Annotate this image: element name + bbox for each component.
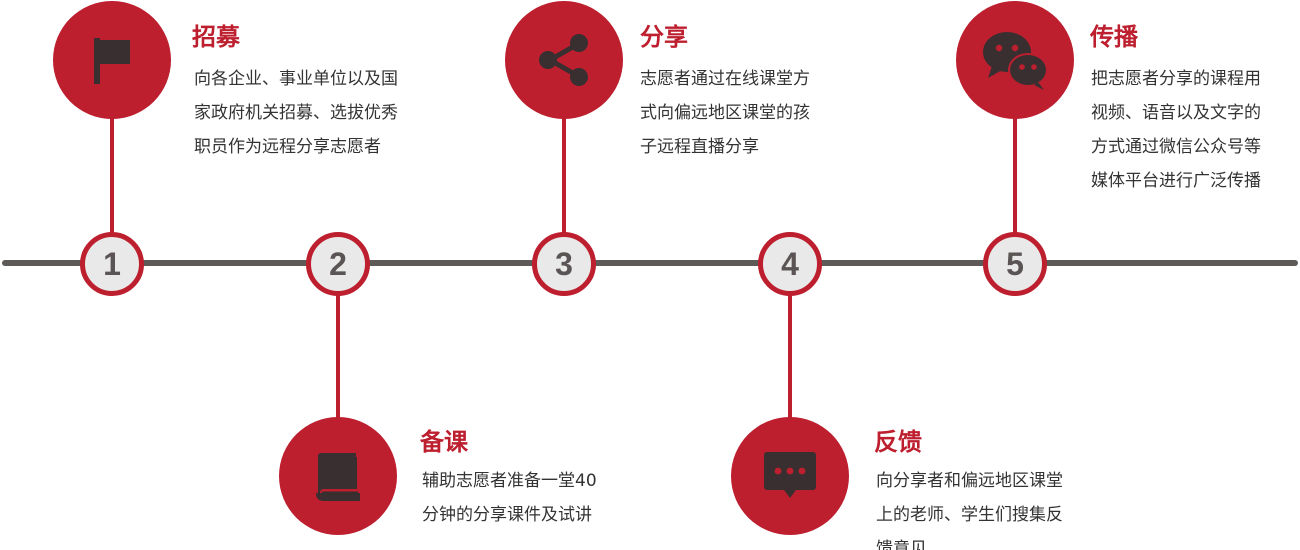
step-3-icon-circle xyxy=(505,1,623,119)
step-1-icon-circle xyxy=(53,1,171,119)
step-5-icon-circle xyxy=(956,1,1074,119)
step-4-title: 反馈 xyxy=(874,428,922,456)
step-2-connector xyxy=(336,290,340,430)
step-3-number: 3 xyxy=(532,232,596,296)
step-3-title: 分享 xyxy=(640,23,688,51)
step-5-desc-line: 方式通过微信公众号等 xyxy=(1091,137,1261,157)
step-1-number: 1 xyxy=(80,232,144,296)
step-4-number: 4 xyxy=(758,232,822,296)
timeline-bar xyxy=(2,260,1298,266)
step-5-number: 5 xyxy=(983,232,1047,296)
step-4-description: 向分享者和偏远地区课堂 上的老师、学生们搜集反 馈意见 xyxy=(876,464,1063,550)
step-5-connector xyxy=(1013,110,1017,240)
step-1-connector xyxy=(110,110,114,240)
step-4-desc-line: 馈意见 xyxy=(876,539,927,550)
step-1-desc-line: 家政府机关招募、选拔优秀 xyxy=(194,103,398,123)
book-icon xyxy=(316,453,360,501)
step-3-connector xyxy=(562,110,566,240)
step-2-title: 备课 xyxy=(420,428,468,456)
step-1-desc-line: 向各企业、事业单位以及国 xyxy=(194,69,398,89)
share-icon xyxy=(539,34,588,86)
step-2-description: 辅助志愿者准备一堂40 分钟的分享课件及试讲 xyxy=(422,464,597,532)
step-4-icon-circle xyxy=(731,417,849,535)
step-3-desc-line: 子远程直播分享 xyxy=(640,137,759,157)
step-5-desc-line: 把志愿者分享的课程用 xyxy=(1091,69,1261,89)
step-2-desc-line: 分钟的分享课件及试讲 xyxy=(422,505,592,525)
step-4-desc-line: 上的老师、学生们搜集反 xyxy=(876,505,1063,525)
step-5-title: 传播 xyxy=(1090,23,1138,51)
step-1-title: 招募 xyxy=(192,23,240,51)
step-4-connector xyxy=(788,290,792,430)
step-5-desc-line: 视频、语音以及文字的 xyxy=(1091,103,1261,123)
step-2-icon-circle xyxy=(279,417,397,535)
wechat-icon xyxy=(983,32,1048,90)
step-1-desc-line: 职员作为远程分享志愿者 xyxy=(194,137,381,157)
chat-bubble-icon xyxy=(764,452,816,498)
step-1-description: 向各企业、事业单位以及国 家政府机关招募、选拔优秀 职员作为远程分享志愿者 xyxy=(194,62,398,164)
step-3-desc-line: 式向偏远地区课堂的孩 xyxy=(640,103,810,123)
step-2-desc-line: 辅助志愿者准备一堂40 xyxy=(422,471,597,491)
step-5-description: 把志愿者分享的课程用 视频、语音以及文字的 方式通过微信公众号等 媒体平台进行广… xyxy=(1091,62,1261,198)
step-3-desc-line: 志愿者通过在线课堂方 xyxy=(640,69,810,89)
step-2-number: 2 xyxy=(306,232,370,296)
step-3-description: 志愿者通过在线课堂方 式向偏远地区课堂的孩 子远程直播分享 xyxy=(640,62,810,164)
step-5-desc-line: 媒体平台进行广泛传播 xyxy=(1091,171,1261,191)
step-4-desc-line: 向分享者和偏远地区课堂 xyxy=(876,471,1063,491)
flag-icon xyxy=(94,38,130,84)
